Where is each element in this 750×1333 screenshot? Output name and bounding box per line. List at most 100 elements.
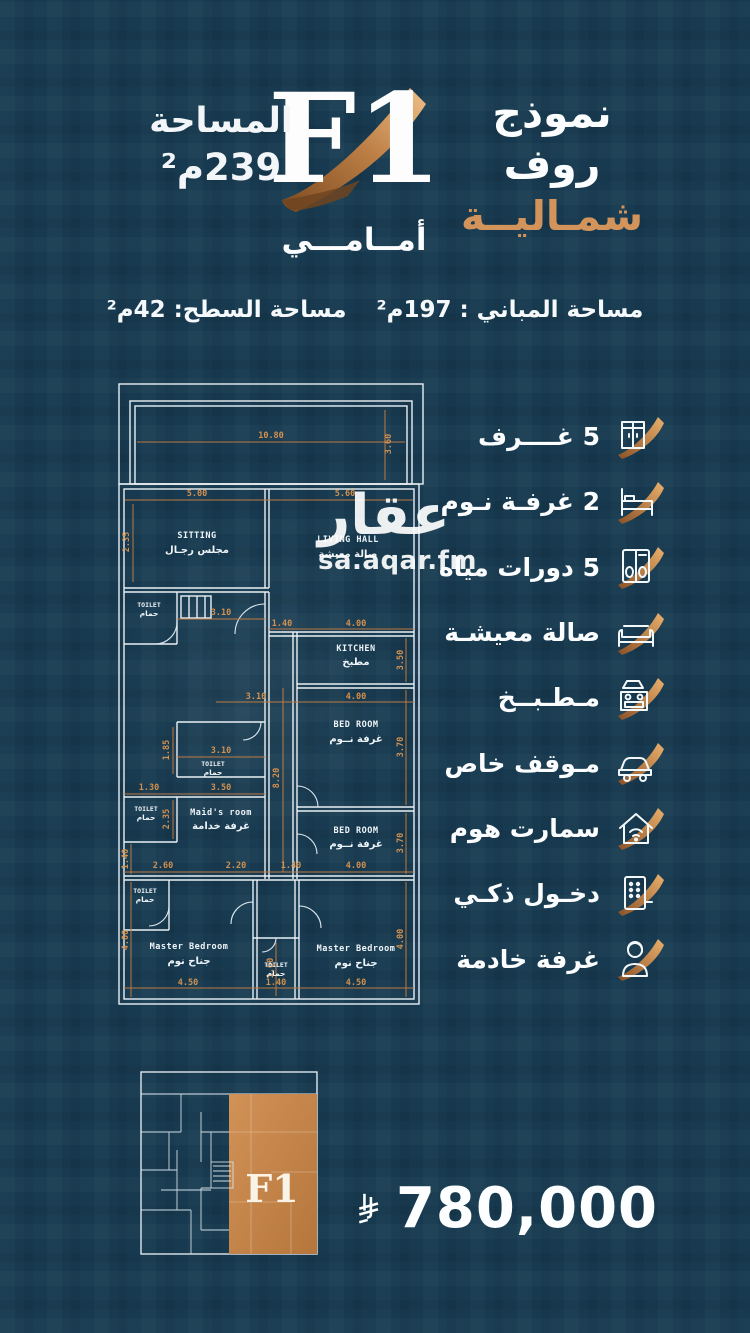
room-label: BED ROOM: [334, 826, 379, 836]
rooms-icon: [612, 412, 668, 462]
dim-label: 1.60: [266, 958, 276, 978]
feature-label: صالة معيشـة: [444, 618, 600, 648]
feature-row-kitchen: مـطـبــخ: [442, 665, 668, 730]
bathrooms-icon: [612, 542, 668, 592]
area-value: 239م²: [160, 145, 282, 189]
price-amount: 780,000: [395, 1175, 658, 1241]
dim-label: 3.10: [211, 746, 231, 756]
dim-label: 4.00: [396, 929, 406, 949]
parking-icon: [612, 738, 668, 788]
dim-label: 1.40: [266, 978, 286, 988]
room-label-ar: غرفة نــوم: [329, 839, 382, 850]
dim-label: 8.20: [272, 768, 282, 788]
dim-label: 1.30: [139, 783, 159, 793]
plan-doors: [148, 603, 322, 953]
room-label-ar: صالة معيشة: [319, 549, 378, 560]
feature-row-rooms: 5 غــــرف: [442, 404, 668, 469]
thumbnail-unit-label: F1: [245, 1166, 298, 1211]
dim-label: 3.60: [384, 434, 394, 454]
feature-label: سمارت هوم: [449, 813, 600, 843]
dim-label: 2.35: [162, 809, 172, 829]
building-thumbnail: F1: [140, 1071, 318, 1255]
feature-row-bedrooms: 2 غرفـة نـوم: [440, 469, 668, 534]
dim-label: 4.00: [346, 692, 366, 702]
facing-label: أمــامـــي: [281, 222, 427, 258]
dim-label: 1.40: [121, 849, 131, 869]
room-label-ar: جناح نوم: [334, 958, 377, 969]
thumbnail-unit-lines: [229, 1094, 317, 1254]
model-code: F1: [268, 67, 443, 212]
room-label-ar: حمام: [267, 969, 286, 978]
feature-row-parking: مـوقف خاص: [442, 730, 668, 795]
room-label-ar: حمام: [204, 768, 223, 777]
room-label: TOILET: [264, 961, 288, 969]
dim-label: 4.50: [178, 978, 198, 988]
highlighted-unit: [229, 1094, 317, 1254]
feature-label: مـطـبــخ: [497, 683, 600, 713]
dim-label: 3.10: [211, 608, 231, 618]
building-area: مساحة المباني : 197م²: [376, 297, 644, 323]
feature-list: 5 غــــرف 2 غرفـة نـوم: [438, 404, 668, 992]
dim-label: 4.00: [346, 861, 366, 871]
dim-label: 4.00: [346, 619, 366, 629]
room-label: SITTING: [177, 531, 216, 541]
header-model-block: نموذج روف شمـاليــة: [438, 88, 666, 242]
floor-plan: 10.80 3.60 5.00 5.60 2.35 3.10 1.40 4.00…: [118, 383, 424, 1005]
model-code-logo: F1: [268, 67, 442, 230]
maid-room-icon: [612, 934, 668, 984]
dim-label: 1.85: [162, 740, 172, 760]
feature-row-maid-room: غرفة خادمة: [442, 926, 668, 991]
feature-row-smart-entry: دخـول ذكـي: [442, 861, 668, 926]
room-label: KITCHEN: [336, 644, 375, 654]
area-summary-line: مساحة المباني : 197م² مساحة السطح: 42م²: [0, 297, 750, 323]
room-label: Master Bedroom: [150, 942, 229, 952]
room-label-ar: حمام: [140, 609, 159, 618]
saudi-riyal-icon: [358, 1193, 379, 1224]
smart-home-icon: [612, 803, 668, 853]
dim-label: 4.00: [121, 930, 131, 950]
feature-label: 2 غرفـة نـوم: [440, 487, 600, 517]
price-block: 780,000: [358, 1168, 658, 1248]
plan-walls: [118, 383, 424, 1005]
living-room-icon: [612, 608, 668, 658]
model-label: نموذج روف: [492, 89, 612, 189]
room-label: TOILET: [134, 805, 158, 813]
room-label: TOILET: [201, 760, 225, 768]
feature-label: دخـول ذكـي: [453, 879, 600, 909]
dim-label: 5.60: [335, 489, 355, 499]
dim-label: 5.00: [187, 489, 207, 499]
smart-entry-icon: [612, 869, 668, 919]
feature-label: غرفة خادمة: [456, 944, 600, 974]
dim-label: 2.20: [226, 861, 246, 871]
logo-swoosh-icon: [282, 88, 426, 212]
plan-dimension-lines: [124, 410, 414, 997]
room-label: TOILET: [137, 601, 161, 609]
dim-label: 3.10: [246, 692, 266, 702]
room-label: BED ROOM: [334, 720, 379, 730]
room-label-ar: حمام: [137, 813, 156, 822]
dim-label: 10.80: [258, 431, 284, 441]
dim-label: 3.70: [396, 737, 406, 757]
dim-label: 3.70: [396, 833, 406, 853]
room-label-ar: غرفة خدامة: [192, 821, 250, 832]
feature-label: 5 غــــرف: [478, 422, 600, 452]
thumbnail-plan-lines: [141, 1094, 234, 1254]
room-label-ar: مطبخ: [342, 657, 369, 668]
area-label: المساحة: [149, 101, 293, 141]
room-label: LIVING HALL: [317, 535, 379, 545]
room-label: Master Bedroom: [317, 944, 396, 954]
dim-label: 1.40: [272, 619, 292, 629]
room-label: Maid's room: [190, 807, 252, 818]
room-label-ar: غرفة نــوم: [329, 734, 382, 745]
dim-label: 2.60: [153, 861, 173, 871]
roof-area: مساحة السطح: 42م²: [106, 297, 347, 323]
feature-row-smart-home: سمارت هوم: [442, 796, 668, 861]
orientation-label: شمـاليــة: [460, 191, 644, 240]
dim-label: 4.50: [346, 978, 366, 988]
room-label-ar: جناح نوم: [167, 956, 210, 967]
feature-label: 5 دورات مياه: [438, 552, 600, 582]
feature-row-living: صالة معيشـة: [442, 600, 668, 665]
dim-label: 3.50: [211, 783, 231, 793]
feature-row-bathrooms: 5 دورات مياه: [438, 535, 668, 600]
